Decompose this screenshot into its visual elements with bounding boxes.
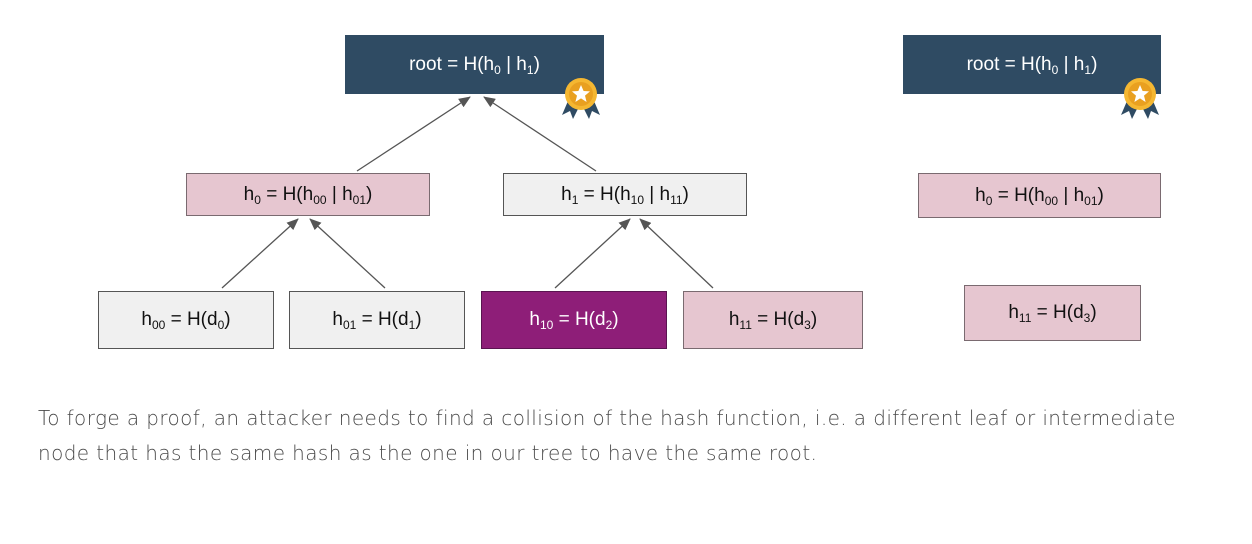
edge-h10-to-h1 (554, 218, 631, 289)
label-subscript: 0 (494, 62, 501, 77)
label-subscript: 2 (605, 318, 613, 332)
node-label: h11 = H(d3) (1008, 302, 1096, 324)
proof-h11-node: h11 = H(d3) (964, 285, 1141, 341)
tree-h10-leaf: h10 = H(d2) (481, 291, 667, 349)
label-subscript: 1 (408, 318, 416, 332)
label-text: = H(d (1031, 302, 1084, 323)
label-text: h (141, 309, 152, 330)
tree-h00-leaf: h00 = H(d0) (98, 291, 274, 349)
node-label: h01 = H(d1) (332, 309, 421, 331)
label-subscript: 10 (630, 192, 645, 207)
label-text: h (332, 309, 343, 330)
label-text: ) (682, 183, 689, 205)
label-text: root = H(h (409, 53, 495, 75)
label-subscript: 1 (526, 62, 534, 77)
node-label: h0 = H(h00 | h01) (244, 184, 373, 206)
edge-h00-to-h0 (221, 218, 299, 289)
label-subscript: 01 (342, 318, 357, 332)
edge-h0-to-root (356, 96, 471, 172)
proof-root-node: root = H(h0 | h1) (903, 35, 1161, 94)
label-text: ) (810, 309, 818, 330)
node-label: h0 = H(h00 | h01) (975, 185, 1104, 207)
node-label: root = H(h0 | h1) (409, 54, 540, 76)
label-text: | h (1058, 184, 1085, 206)
label-text: = H(h (992, 184, 1045, 206)
label-subscript: 1 (1084, 62, 1092, 77)
edge-h1-to-root (483, 96, 597, 172)
label-subscript: 0 (985, 193, 993, 208)
label-subscript: 10 (539, 318, 554, 332)
tree-root-node: root = H(h0 | h1) (345, 35, 604, 94)
label-text: h (1008, 302, 1019, 323)
label-text: ) (1091, 53, 1098, 75)
label-text: = H(h (260, 183, 314, 205)
label-text: ) (224, 309, 231, 330)
label-text: ) (1090, 302, 1097, 323)
label-subscript: 01 (352, 192, 366, 207)
tree-h11-leaf: h11 = H(d3) (683, 291, 863, 349)
label-text: h (728, 309, 740, 330)
label-text: = H(h (578, 183, 631, 205)
label-subscript: 01 (1084, 193, 1098, 208)
edge-h01-to-h0 (309, 218, 386, 289)
award-badge-icon (562, 78, 600, 119)
label-text: = H(d (553, 309, 606, 330)
label-text: h (561, 183, 572, 205)
tree-h0-node: h0 = H(h00 | h01) (186, 173, 430, 216)
label-subscript: 00 (313, 192, 327, 207)
label-text: | h (644, 183, 671, 205)
label-text: h (975, 184, 986, 206)
label-subscript: 11 (670, 192, 683, 207)
label-text: root = H(h (966, 53, 1052, 75)
tree-h1-node: h1 = H(h10 | h11) (503, 173, 747, 216)
label-text: = H(d (165, 309, 218, 330)
label-subscript: 1 (571, 192, 579, 207)
label-text: ) (533, 53, 540, 75)
label-text: | h (500, 53, 527, 75)
label-subscript: 00 (1044, 193, 1059, 208)
label-text: = H(d (751, 309, 805, 330)
label-text: ) (415, 309, 422, 330)
label-text: h (529, 309, 540, 330)
label-text: ) (366, 183, 373, 205)
node-label: h11 = H(d3) (729, 309, 817, 331)
node-label: root = H(h0 | h1) (967, 54, 1098, 76)
node-label: h00 = H(d0) (141, 309, 230, 331)
label-text: h (243, 183, 255, 205)
label-text: ) (1097, 184, 1104, 206)
award-badge-icon (1121, 78, 1159, 119)
edge-h11-to-h1 (639, 218, 714, 289)
label-subscript: 0 (254, 192, 261, 207)
label-subscript: 00 (151, 318, 166, 332)
label-subscript: 0 (1051, 62, 1059, 77)
label-subscript: 11 (739, 318, 752, 332)
caption-text: To forge a proof, an attacker needs to f… (38, 406, 1176, 465)
tree-h01-leaf: h01 = H(d1) (289, 291, 465, 349)
label-subscript: 11 (1018, 311, 1032, 325)
label-subscript: 0 (217, 318, 225, 332)
label-text: | h (326, 183, 353, 205)
label-text: | h (1058, 53, 1085, 75)
node-label: h10 = H(d2) (529, 309, 618, 331)
proof-h0-node: h0 = H(h00 | h01) (918, 173, 1161, 218)
label-text: = H(d (356, 309, 409, 330)
label-subscript: 3 (1083, 311, 1091, 325)
label-text: ) (612, 309, 619, 330)
node-label: h1 = H(h10 | h11) (561, 184, 689, 206)
label-subscript: 3 (804, 318, 811, 332)
